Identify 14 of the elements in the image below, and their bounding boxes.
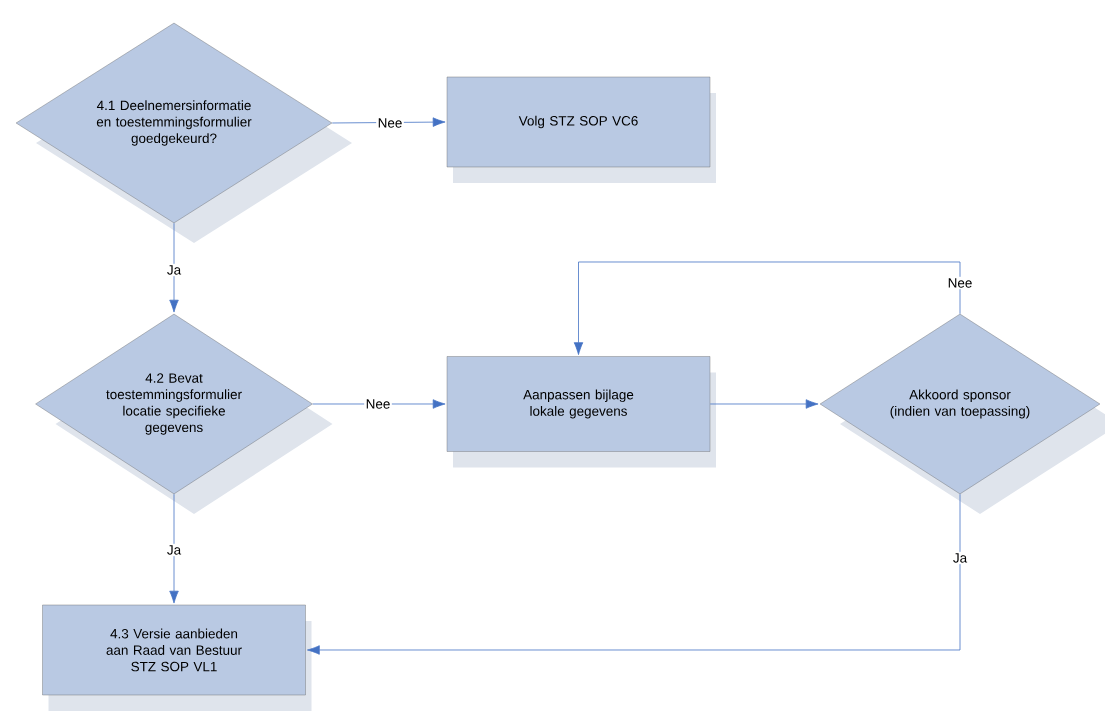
edge-label: Nee bbox=[376, 116, 404, 130]
edge-label: Ja bbox=[165, 263, 183, 277]
arrow bbox=[709, 399, 819, 409]
process-box: Aanpassen bijlage lokale gegevens bbox=[446, 356, 716, 468]
process-box: 4.3 Versie aanbieden aan Raad van Bestuur STZ SOP VL1 bbox=[42, 604, 312, 711]
arrow bbox=[169, 493, 179, 604]
arrow bbox=[573, 261, 961, 355]
process-box: Volg STZ SOP VC6 bbox=[446, 76, 716, 183]
edge-label: Nee bbox=[946, 276, 974, 290]
edge-label: Ja bbox=[165, 543, 183, 557]
edge-label: Nee bbox=[364, 397, 392, 411]
arrow bbox=[307, 493, 961, 655]
arrow bbox=[169, 222, 179, 313]
edge-label: Ja bbox=[951, 551, 969, 565]
